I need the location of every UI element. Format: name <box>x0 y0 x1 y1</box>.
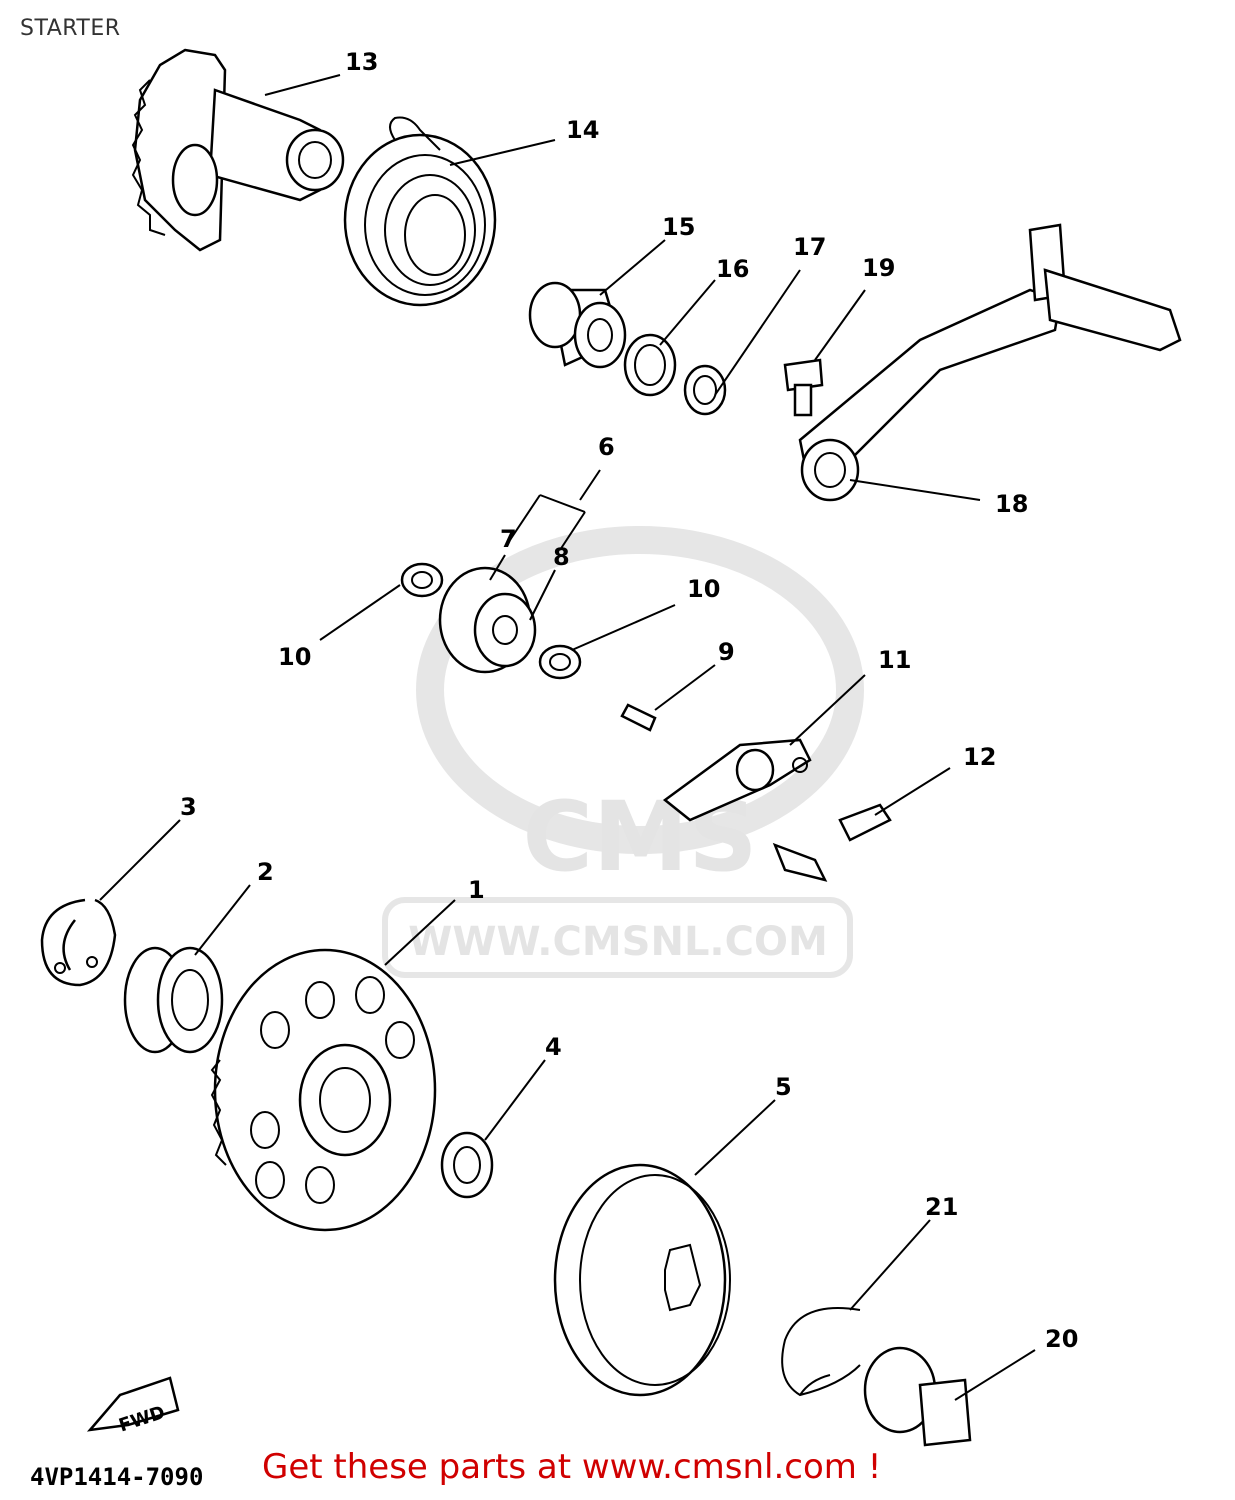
part-13-kick-axle <box>131 48 345 252</box>
part-10-washer-right <box>538 644 582 680</box>
callout-10-right: 10 <box>687 575 720 603</box>
part-2-bearing <box>123 946 224 1054</box>
part-17-circlip <box>683 364 727 416</box>
part-21-clip <box>781 1307 861 1397</box>
callout-14: 14 <box>566 116 599 144</box>
callout-12: 12 <box>963 743 996 771</box>
part-12-screws <box>772 803 892 882</box>
part-3-circlip <box>40 898 117 987</box>
callout-6: 6 <box>598 433 615 461</box>
callout-19: 19 <box>862 254 895 282</box>
watermark-url: WWW.CMSNL.COM <box>408 919 828 965</box>
callout-3: 3 <box>180 793 197 821</box>
callout-2: 2 <box>257 858 274 886</box>
watermark: CMS WWW.CMSNL.COM <box>382 526 864 978</box>
part-10-washer-left <box>400 562 444 598</box>
part-20-kick-gear <box>863 1346 972 1447</box>
callout-5: 5 <box>775 1073 792 1101</box>
part-14-return-spring <box>343 116 497 307</box>
parts-link-banner[interactable]: Get these parts at www.cmsnl.com ! <box>262 1447 882 1487</box>
callout-10-left: 10 <box>278 643 311 671</box>
part-4-oil-seal <box>440 1131 494 1199</box>
part-18-kick-crank <box>798 223 1182 502</box>
callout-4: 4 <box>545 1033 562 1061</box>
callout-7: 7 <box>500 525 517 553</box>
part-11-guide-plate <box>662 738 812 822</box>
callout-17: 17 <box>793 233 826 261</box>
part-1-wheel-gear <box>210 948 437 1232</box>
part-16-washer <box>623 333 677 397</box>
part-19-bolt <box>783 358 824 417</box>
callout-15: 15 <box>662 213 695 241</box>
diagram-code: 4VP1414-7090 <box>30 1463 204 1491</box>
leader-lines <box>99 74 1036 1401</box>
callout-8: 8 <box>553 543 570 571</box>
part-5-clutch-drum <box>553 1163 731 1397</box>
callout-18: 18 <box>995 490 1028 518</box>
callout-9: 9 <box>718 638 735 666</box>
callout-11: 11 <box>878 646 911 674</box>
callouts: 1 2 3 4 5 6 7 8 9 10 10 11 12 13 14 15 1… <box>180 48 1078 1353</box>
callout-13: 13 <box>345 48 378 76</box>
callout-1: 1 <box>468 876 485 904</box>
callout-21: 21 <box>925 1193 958 1221</box>
callout-20: 20 <box>1045 1325 1078 1353</box>
part-7-8-idle-gear <box>438 566 537 674</box>
part-15-bushing <box>528 281 627 369</box>
diagram-title: STARTER <box>20 16 121 41</box>
fwd-direction-tag: FWD <box>86 1376 180 1437</box>
part-9-pin <box>620 703 657 732</box>
callout-16: 16 <box>716 255 749 283</box>
